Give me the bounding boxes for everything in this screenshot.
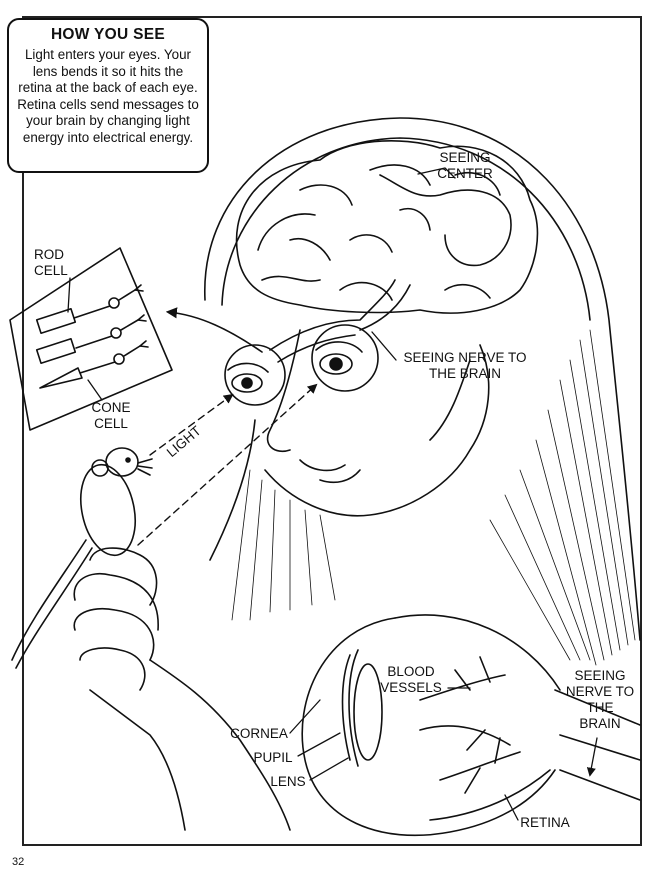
info-title: HOW YOU SEE [50, 26, 166, 43]
label-seeing-nerve-top: SEEING NERVE TO THE BRAIN [403, 350, 527, 381]
optic-nerves [269, 279, 411, 363]
label-cornea: CORNEA [230, 726, 288, 741]
how-you-see-info-box: HOW YOU SEE Light enters your eyes. Your… [7, 18, 209, 173]
label-retina: RETINA [520, 815, 570, 830]
right-eye [311, 324, 379, 392]
info-body: Light enters your eyes. Your lens bends … [17, 47, 199, 145]
hair-outline [204, 117, 641, 666]
page-border [22, 16, 642, 846]
label-pupil: PUPIL [253, 750, 293, 765]
light-rays [137, 383, 318, 546]
page-number: 32 [12, 856, 25, 868]
left-eye [224, 344, 286, 406]
label-seeing-center: SEEING CENTER [437, 150, 493, 181]
brain [235, 140, 539, 314]
eyeball-cross-section [301, 614, 641, 837]
eye-to-inset-arrow [165, 307, 263, 353]
mouse [11, 447, 153, 669]
face [264, 329, 490, 517]
label-lens: LENS [270, 774, 306, 789]
rod-cone-inset [9, 247, 173, 431]
label-cone-cell: CONE CELL [91, 400, 131, 431]
hand [73, 547, 291, 831]
label-rod-cell: ROD CELL [34, 247, 68, 278]
label-seeing-nerve-bottom: SEEING NERVE TO THE BRAIN [565, 668, 635, 731]
leader-lines [67, 167, 598, 821]
label-blood-vessels: BLOOD VESSELS [380, 664, 442, 695]
